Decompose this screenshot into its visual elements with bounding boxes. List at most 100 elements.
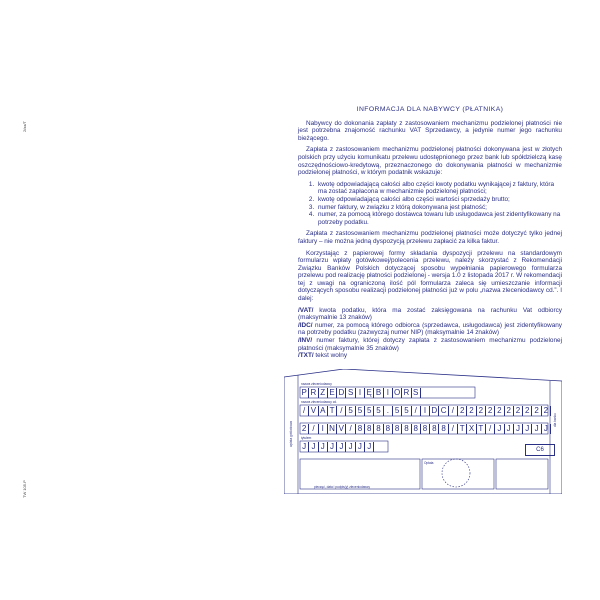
code-line: /VAT/ kwota podatku, która ma zostać zak… [298,307,562,322]
form-char-cell: 8 [430,423,440,434]
form-char-cell: I [356,387,366,398]
form-char-cell: J [300,441,310,452]
form-char-cell: T [477,423,486,434]
form-char-cell: 8 [384,423,393,434]
form-char-cell: / [412,405,421,416]
transfer-form: nazwa zleceniodawcy nazwa zleceniodawcy … [284,369,562,494]
code-label: /INV/ [298,337,313,345]
form-char-cell: 8 [421,423,431,434]
form-char-cell: P [300,387,310,398]
form-char-cell: 2 [514,405,524,416]
info-list-item: numer faktury, w związku z którą dokonyw… [316,204,562,212]
code-label: /IDC/ [298,321,313,329]
form-frame [284,369,562,494]
form-char-cell: 8 [412,423,421,434]
form-char-cell: T [328,405,338,416]
form-char-cell: / [300,405,310,416]
info-list: kwotę odpowiadającą całości albo części … [298,181,562,227]
info-paragraph: Nabywcy do dokonania zapłaty z zastosowa… [298,119,562,142]
form-char-cell: 2 [458,405,468,416]
form-char-cell: J [346,441,356,452]
fee-label: Opłata [424,461,434,465]
side-code-bottom: TW 105.P [22,480,27,498]
form-char-cell: D [430,405,440,416]
form-char-cell: J [365,441,375,452]
info-paragraph: Korzystając z papierowej formy składania… [298,249,562,303]
form-char-cell: 5 [365,405,375,416]
form-char-cell: J [532,423,542,434]
form-char-cell: J [514,423,524,434]
form-char-cell: J [319,441,328,452]
form-char-cell: C [439,405,449,416]
signature-label: pieczęć, data i podpis(y) zleceniodawcy [314,485,370,489]
form-char-cell: 2 [300,423,310,434]
side-right-label: dla banku [553,413,557,427]
form-char-cell: R [309,387,319,398]
form-char-cell: J [356,441,366,452]
recipient-name-label: nazwa zleceniodawcy [301,382,332,386]
form-char-cell: 2 [495,405,505,416]
info-paragraph: Zapłata z zastosowaniem mechanizmu podzi… [298,146,562,177]
form-char-cell: Ę [365,387,375,398]
form-char-cell: V [337,423,347,434]
info-list-item: numer, za pomocą którego dostawca towaru… [316,211,562,226]
info-paragraph: Zapłata z zastosowaniem mechanizmu podzi… [298,230,562,245]
buyer-info-section: INFORMACJA DLA NABYWCY (PŁATNIKA) Nabywc… [298,106,562,360]
form-char-cell: I [319,423,328,434]
code-label: /TXT/ [298,352,314,360]
form-char-cell: 8 [374,423,384,434]
form-char-cell: J [337,441,347,452]
form-char-cell: / [309,423,319,434]
form-char-cell: T [458,423,468,434]
form-char-cell: J [328,441,338,452]
side-left-label: wpłata gotówkowa [289,420,293,447]
code-line: /INV/ numer faktury, której dotyczy zapł… [298,337,562,352]
form-char-cell: 8 [439,423,449,434]
form-char-cell: 8 [402,423,412,434]
form-char-cell: J [309,441,319,452]
form-char-cell: J [495,423,505,434]
form-char-cell: 2 [542,405,552,416]
code-line: /TXT/ tekst wolny [298,352,562,360]
info-list-item: kwotę odpowiadającą całości albo części … [316,181,562,196]
code-text: kwota podatku, która ma zostać zaksięgow… [298,306,562,322]
form-char-cell: I [384,387,393,398]
form-char-cell: S [412,387,421,398]
form-char-cell: X [467,423,477,434]
form-char-cell: E [328,387,338,398]
form-char-cell: 5 [356,405,366,416]
form-char-cell: 8 [356,423,366,434]
form-char-cell: 8 [365,423,375,434]
form-char-cell: J [505,423,514,434]
form-char-cell: 8 [393,423,403,434]
form-char-cell: 2 [486,405,496,416]
form-char-cell: B [374,387,384,398]
form-char-cell: 2 [505,405,514,416]
form-char-cell: / [449,405,459,416]
info-title: INFORMACJA DLA NABYWCY (PŁATNIKA) [356,106,504,113]
form-char-cell: Z [319,387,328,398]
form-char-cell: / [486,423,496,434]
title-label: tytułem [301,436,312,440]
code-line: /IDC/ numer, za pomocą którego odbiorca … [298,322,562,337]
form-char-cell: 2 [467,405,477,416]
form-char-cell: 5 [346,405,356,416]
form-char-cell: N [328,423,338,434]
form-char-cell: R [402,387,412,398]
info-list-item: kwotę odpowiadającą całości albo części … [316,196,562,204]
code-text: tekst wolny [313,352,348,360]
code-label: /VAT/ [298,306,314,314]
form-char-cell: J [542,423,552,434]
form-char-cell: / [449,423,459,434]
form-char-cell: V [309,405,319,416]
form-char-cell: 5 [402,405,412,416]
form-char-cell: D [337,387,347,398]
form-char-cell: I [421,405,431,416]
form-char-cell: 5 [393,405,403,416]
form-char-cell: / [337,405,347,416]
form-char-cell: J [523,423,533,434]
form-char-cell: S [346,387,356,398]
